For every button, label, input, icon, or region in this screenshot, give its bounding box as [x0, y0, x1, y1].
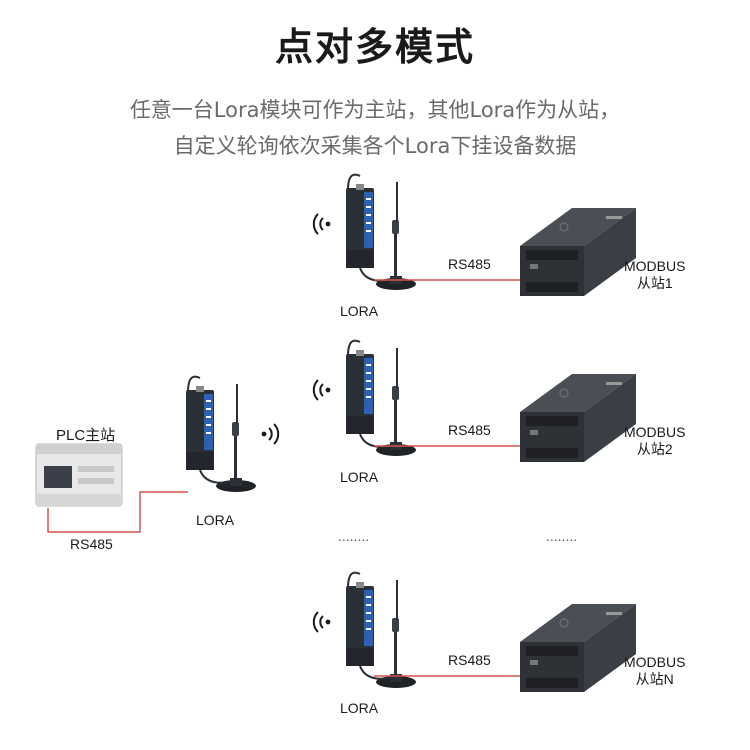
master-lora-label: LORA	[196, 512, 235, 528]
slave2-lora-module	[345, 339, 417, 457]
slave2-signal-icon	[312, 379, 332, 401]
slave1-modbus-device	[519, 207, 637, 297]
slaveN-signal-icon	[312, 611, 332, 633]
ellipsis-left: ........	[338, 528, 370, 544]
slaveN-device-line2: 从站N	[635, 671, 674, 687]
slave2-rs485-label: RS485	[448, 422, 491, 438]
slaveN-modbus-device	[519, 603, 637, 693]
slave1-lora-label: LORA	[340, 303, 379, 319]
slave1-device-line1: MODBUS	[624, 258, 686, 274]
slave1-signal-icon	[312, 213, 332, 235]
plc-master-device	[35, 443, 123, 507]
slaveN-device-label: MODBUS 从站N	[624, 654, 685, 688]
ellipsis-right: ........	[546, 528, 578, 544]
slave1-lora-module	[345, 173, 417, 291]
slave2-device-line1: MODBUS	[624, 424, 686, 440]
slaveN-rs485-label: RS485	[448, 652, 491, 668]
plc-master-label: PLC主站	[56, 427, 116, 444]
subtitle-line-2: 自定义轮询依次采集各个Lora下挂设备数据	[173, 134, 577, 158]
slaveN-lora-module	[345, 571, 417, 689]
slave1-rs485-label: RS485	[448, 256, 491, 272]
slaveN-device-line1: MODBUS	[624, 654, 686, 670]
master-lora-module	[185, 375, 257, 493]
subtitle-line-1: 任意一台Lora模块可作为主站，其他Lora作为从站，	[129, 98, 621, 122]
slave2-lora-label: LORA	[340, 469, 379, 485]
slave2-modbus-device	[519, 373, 637, 463]
slave1-device-label: MODBUS 从站1	[624, 258, 685, 292]
slaveN-lora-label: LORA	[340, 700, 379, 716]
master-signal-icon	[260, 423, 280, 445]
slave2-device-label: MODBUS 从站2	[624, 424, 685, 458]
slave1-device-line2: 从站1	[636, 275, 673, 291]
master-rs485-cable	[47, 491, 188, 533]
page-title: 点对多模式	[274, 25, 475, 69]
slave2-device-line2: 从站2	[636, 441, 673, 457]
master-rs485-label: RS485	[70, 536, 113, 552]
